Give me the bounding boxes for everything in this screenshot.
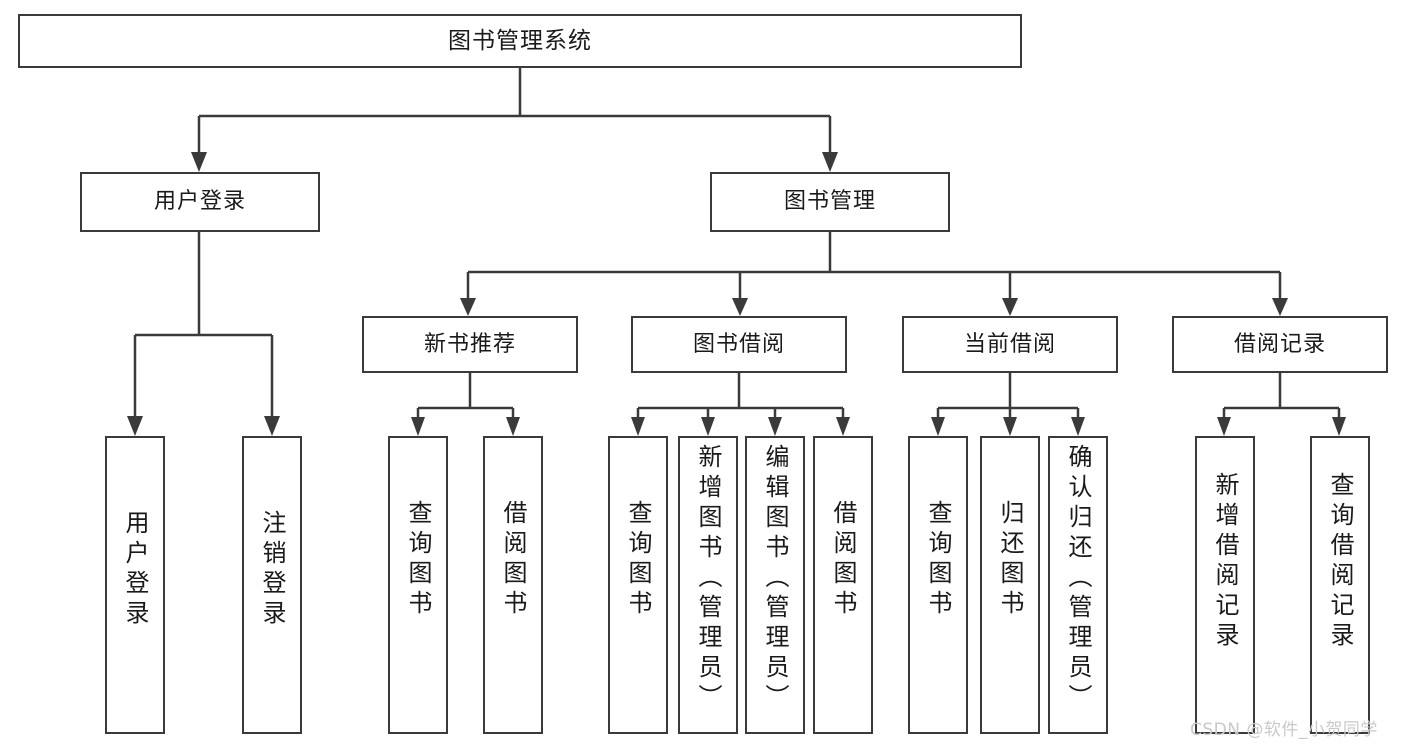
node-label: 图书借阅 xyxy=(692,331,785,357)
node-borrow-record[interactable]: 借阅记录 xyxy=(1172,316,1388,373)
node-label: 查询图书 xyxy=(624,500,652,620)
node-label: 查询图书 xyxy=(924,500,952,620)
node-new-book-recommend[interactable]: 新书推荐 xyxy=(362,316,578,373)
node-label: 图书管理 xyxy=(783,189,876,215)
node-label: 图书管理系统 xyxy=(448,27,592,54)
leaf-borrow-add-book-admin[interactable]: 新增图书（管理员） xyxy=(678,436,738,734)
leaf-current-return-book[interactable]: 归还图书 xyxy=(980,436,1040,734)
node-label: 编辑图书（管理员） xyxy=(761,444,789,714)
node-label: 借阅记录 xyxy=(1233,331,1326,357)
node-label: 借阅图书 xyxy=(829,500,857,620)
node-label: 归还图书 xyxy=(996,500,1024,620)
leaf-user-login-login[interactable]: 用户登录 xyxy=(105,436,165,734)
leaf-current-query-book[interactable]: 查询图书 xyxy=(908,436,968,734)
leaf-current-confirm-return-admin[interactable]: 确认归还（管理员） xyxy=(1048,436,1108,734)
leaf-borrow-query-book[interactable]: 查询图书 xyxy=(608,436,668,734)
node-label: 用户登录 xyxy=(153,189,246,215)
node-root-system[interactable]: 图书管理系统 xyxy=(18,14,1022,68)
node-book-borrow[interactable]: 图书借阅 xyxy=(631,316,847,373)
node-label: 新增图书（管理员） xyxy=(694,444,722,714)
leaf-new-book-borrow[interactable]: 借阅图书 xyxy=(483,436,543,734)
node-book-management[interactable]: 图书管理 xyxy=(710,172,950,232)
leaf-record-query-record[interactable]: 查询借阅记录 xyxy=(1310,436,1370,734)
node-label: 新增借阅记录 xyxy=(1211,472,1239,652)
node-current-borrow[interactable]: 当前借阅 xyxy=(902,316,1118,373)
leaf-borrow-edit-book-admin[interactable]: 编辑图书（管理员） xyxy=(745,436,805,734)
node-user-login[interactable]: 用户登录 xyxy=(80,172,320,232)
leaf-new-book-query[interactable]: 查询图书 xyxy=(388,436,448,734)
node-label: 借阅图书 xyxy=(499,500,527,620)
leaf-user-login-logout[interactable]: 注销登录 xyxy=(242,436,302,734)
node-label: 用户登录 xyxy=(121,510,149,630)
node-label: 查询借阅记录 xyxy=(1326,472,1354,652)
node-label: 查询图书 xyxy=(404,500,432,620)
leaf-record-add-record[interactable]: 新增借阅记录 xyxy=(1195,436,1255,734)
leaf-borrow-borrow-book[interactable]: 借阅图书 xyxy=(813,436,873,734)
node-label: 注销登录 xyxy=(258,510,286,630)
node-label: 新书推荐 xyxy=(423,331,516,357)
node-label: 当前借阅 xyxy=(963,331,1056,357)
csdn-watermark: CSDN @软件_小贺同学 xyxy=(1190,720,1378,740)
node-label: 确认归还（管理员） xyxy=(1064,444,1092,714)
